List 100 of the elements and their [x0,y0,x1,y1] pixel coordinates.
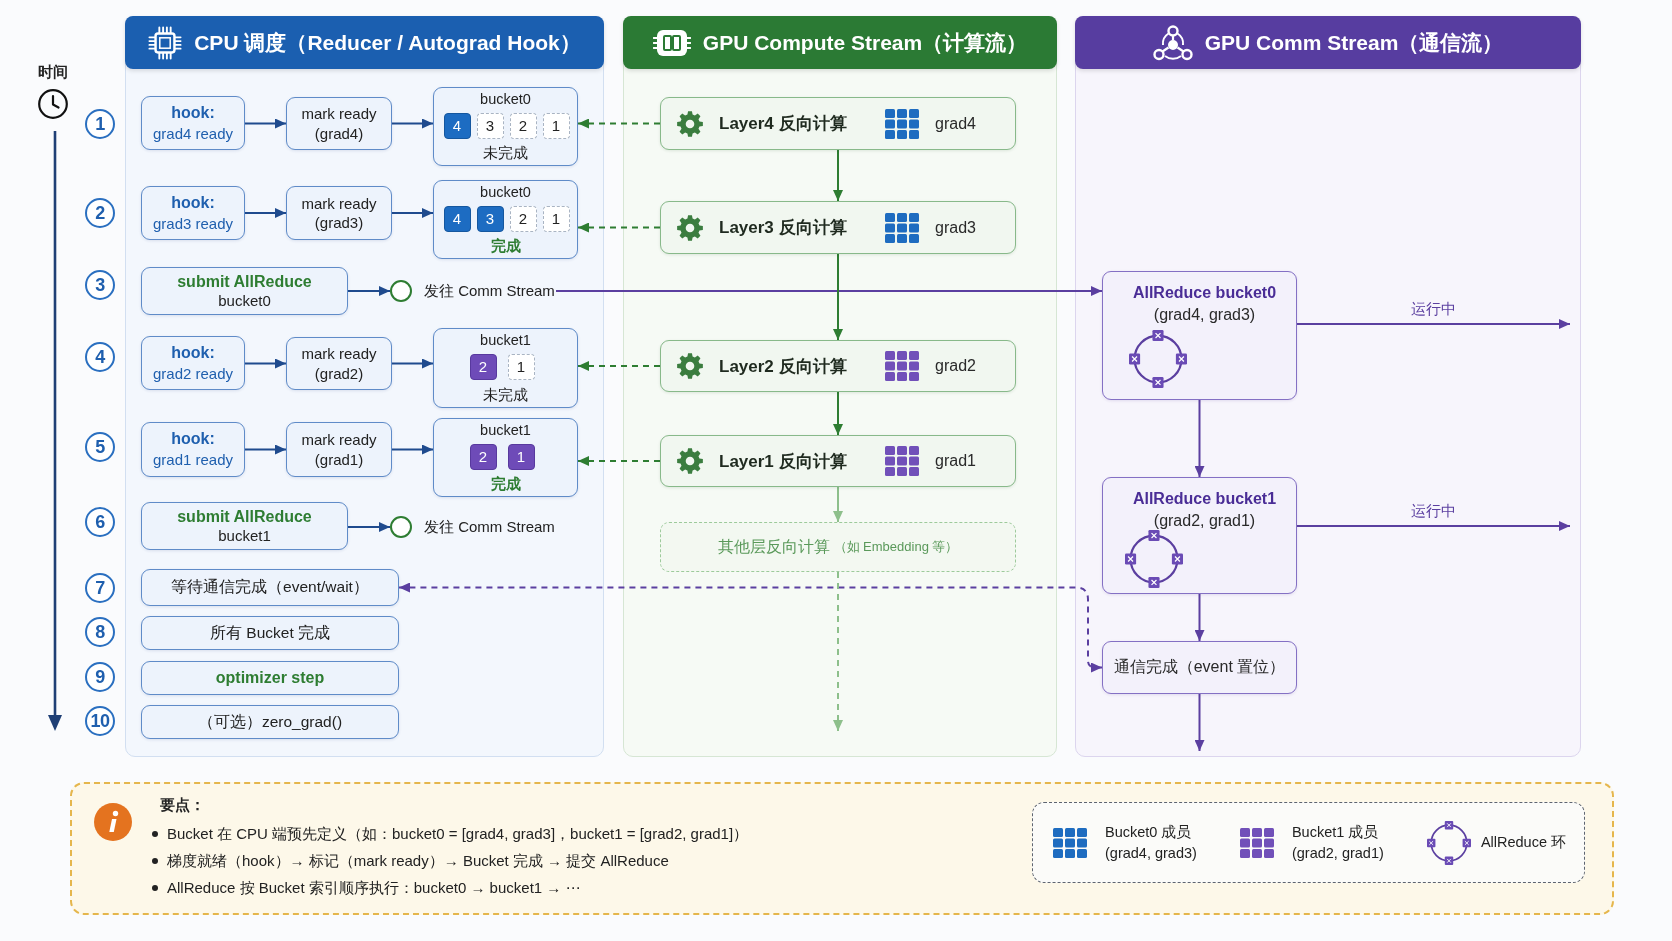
arrow [244,444,287,455]
dashed-arrow [833,571,843,732]
arrow [347,522,391,532]
grad-slot: 2 [509,112,537,139]
axis-label: 时间 [38,62,68,82]
bullet-text: Bucket 在 CPU 端预先定义（如：bucket0 = [grad4, grad3]，bucket1 = [grad2, grad1]） [167,823,749,844]
compute-box [660,340,1016,392]
node-text: 其他层反向计算 [717,536,830,557]
step-number: 2 [85,198,115,228]
grad-slot: 3 [476,205,504,232]
step-number: 4 [85,342,115,372]
process-box [141,267,348,315]
dashed-process-box [660,522,1016,572]
bullet-text: 梯度就绪（hook）→ 标记（mark ready）→ Bucket 完成 → 提交 AllReduce [167,850,669,871]
node-title: Layer3 反向计算 [719,217,848,239]
process-box [1102,477,1297,594]
grad-slot: 2 [469,353,497,380]
node-text: 所有 Bucket 完成 [210,622,330,643]
node-text: grad4 ready [152,123,234,144]
panel-title: GPU Comm Stream（通信流） [1204,30,1504,55]
bucket-title: bucket0 [480,184,531,202]
legend-text: Bucket1 成员 (grad2, grad1) [1291,823,1385,863]
hook-label: hook: [171,102,215,123]
status-text: 完成 [490,237,521,255]
process-box [286,337,392,390]
arrow [1296,319,1571,329]
arrow [1194,399,1205,478]
status-text: 完成 [490,475,521,493]
node-text: （如 Embedding 等） [833,538,959,556]
compute-box [660,97,1016,150]
node-text: （可选）zero_grad() [197,711,343,732]
node-title: submit AllReduce [177,506,312,527]
panel-title: CPU 调度（Reducer / Autograd Hook） [194,30,581,55]
node-text: mark ready (grad1) [300,430,378,469]
arrow [833,149,843,202]
dashed-arrow [577,456,661,466]
node-title: Layer4 反向计算 [719,113,848,135]
grad-slot: 1 [507,353,535,380]
node-title: Layer2 反向计算 [719,355,848,378]
grad-slot: 1 [507,443,535,470]
bullet-text: AllReduce 按 Bucket 索引顺序执行：bucket0 → bucket1 → ⋯ [167,877,581,898]
arrow [244,358,287,369]
process-box [141,96,245,150]
process-box [1102,641,1297,694]
node-text: grad4 [935,114,977,133]
arrow [244,208,287,218]
process-box [286,422,392,477]
note-heading: 要点： [160,796,205,815]
node-title: Layer1 反向计算 [719,450,848,473]
node-text: (grad2, grad1) [1153,511,1256,532]
process-box [141,705,399,739]
node-text: 等待通信完成（event/wait） [171,577,369,597]
dashed-arrow [577,222,661,233]
bucket-title: bucket1 [480,332,531,350]
dashed-arrow [577,118,661,129]
annotation-text: 发往 Comm Stream [424,517,555,537]
swimlane-panel [125,16,604,757]
node-text: optimizer step [215,669,325,687]
arrow [555,286,1103,296]
grad-slot: 2 [469,443,497,470]
arrow [244,118,287,129]
status-circle [390,280,412,302]
node-title: AllReduce bucket0 [1132,283,1277,303]
node-title: AllReduce bucket1 [1132,489,1277,509]
step-number: 9 [85,662,115,692]
grad-slot: 2 [509,205,537,232]
node-text: bucket1 [218,526,271,546]
step-number: 3 [85,270,115,300]
process-box [286,97,392,150]
compute-box [660,201,1016,254]
node-text: bucket0 [218,291,271,311]
node-text: grad1 ready [152,450,234,470]
node-text: grad2 [935,357,977,375]
process-box [141,661,399,695]
step-number: 6 [85,507,115,537]
step-number: 5 [85,432,115,462]
hook-label: hook: [171,192,215,213]
arrow [1194,593,1205,642]
node-text: grad2 ready [152,363,234,384]
node-title: submit AllReduce [177,271,312,292]
process-box [286,186,392,240]
grad-slot: 1 [542,205,570,232]
compute-box [660,435,1016,487]
dashed-arrow [398,582,1103,673]
bucket-box [433,180,578,259]
status-circle [390,516,412,538]
process-box [141,569,399,606]
bucket-box [433,328,578,408]
annotation-text: 发往 Comm Stream [424,281,556,301]
node-text: mark ready (grad2) [300,344,378,383]
arrow [833,391,843,436]
step-number: 10 [85,706,115,736]
bucket-title: bucket0 [480,91,531,109]
dashed-arrow [577,361,661,371]
process-box [141,616,399,650]
node-text: (grad4, grad3) [1153,305,1256,326]
arrow [391,118,434,129]
node-text: grad3 [935,218,977,237]
bucket-box [433,87,578,166]
status-text: 未完成 [483,386,528,404]
